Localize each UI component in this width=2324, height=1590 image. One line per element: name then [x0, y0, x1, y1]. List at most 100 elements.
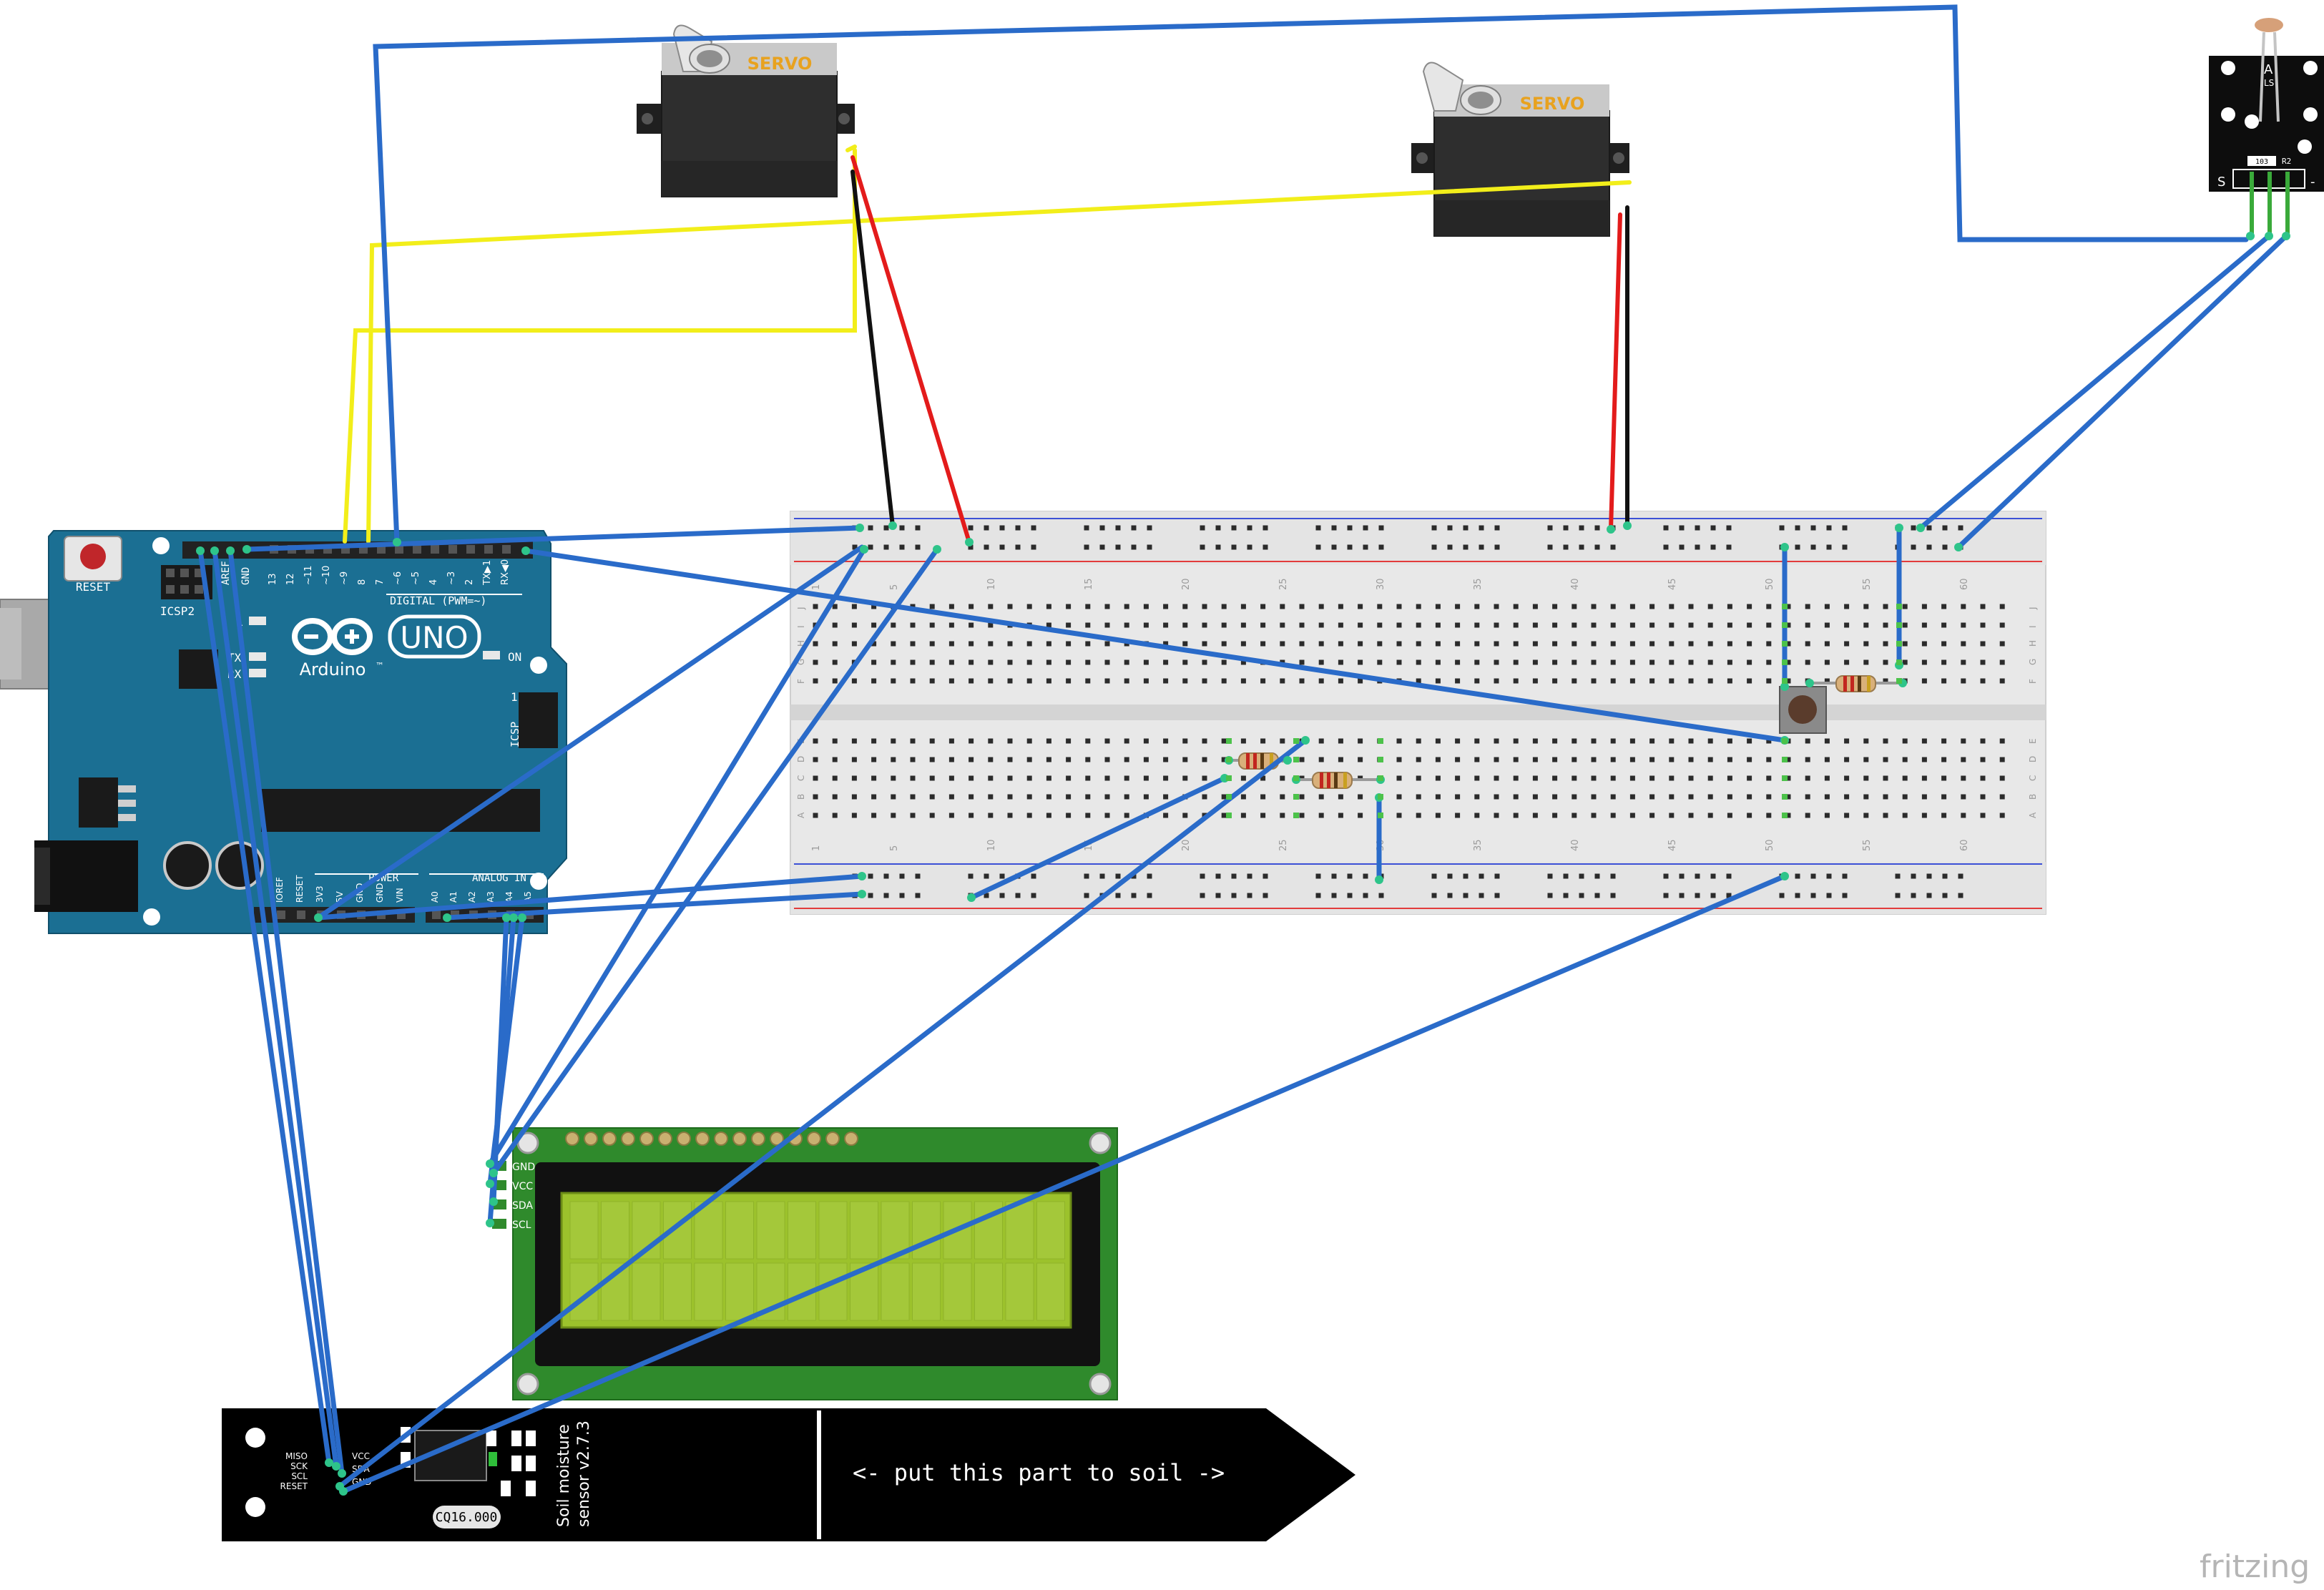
breadboard-hole — [1688, 757, 1694, 762]
breadboard-hole — [1961, 622, 1966, 628]
breadboard-hole — [1026, 813, 1032, 818]
breadboard-hole — [1494, 813, 1499, 818]
breadboard-hole — [1396, 604, 1402, 609]
column-number-bottom: 35 — [1473, 839, 1484, 851]
breadboard-hole — [988, 641, 994, 647]
breadboard-hole — [1026, 775, 1032, 781]
push-button[interactable] — [1779, 686, 1827, 734]
breadboard-hole — [1669, 659, 1675, 665]
breadboard-hole — [1980, 775, 1986, 781]
rail-hole — [1447, 873, 1453, 879]
breadboard-hole — [1007, 813, 1013, 818]
breadboard-hole — [1240, 678, 1246, 684]
breadboard-hole — [871, 775, 877, 781]
breadboard-hole — [969, 794, 974, 800]
breadboard-hole — [1961, 775, 1966, 781]
servo-left-label: SERVO — [747, 54, 813, 74]
breadboard-hole — [1202, 775, 1207, 781]
breadboard-hole — [988, 757, 994, 762]
power-jack — [34, 840, 138, 912]
connected-hole — [1378, 757, 1383, 762]
breadboard-hole — [1883, 641, 1888, 647]
breadboard-hole — [1104, 604, 1110, 609]
breadboard-hole — [1066, 622, 1072, 628]
breadboard-hole — [1863, 659, 1869, 665]
row-letter-bottom: D — [796, 756, 806, 762]
breadboard-hole — [1629, 641, 1635, 647]
breadboard-hole — [1766, 604, 1772, 609]
breadboard-hole — [1727, 794, 1732, 800]
breadboard-hole — [1629, 775, 1635, 781]
breadboard-hole — [1610, 794, 1616, 800]
breadboard-hole — [1941, 659, 1947, 665]
breadboard-hole — [1572, 641, 1577, 647]
breadboard-hole — [1883, 813, 1888, 818]
breadboard-hole — [1766, 641, 1772, 647]
breadboard-hole — [929, 678, 935, 684]
breadboard-hole — [1396, 813, 1402, 818]
ldr-103-label: 103 — [2255, 158, 2268, 166]
wire-endpoint — [967, 893, 976, 902]
breadboard-hole — [1221, 757, 1227, 762]
power-pin-socket — [297, 911, 305, 919]
breadboard-hole — [1902, 813, 1908, 818]
breadboard-hole — [832, 775, 838, 781]
breadboard-hole — [1358, 813, 1363, 818]
row-letter-top: F — [796, 679, 806, 684]
rail-hole — [1378, 893, 1384, 898]
servo-left: SERVO — [637, 24, 855, 197]
rail-hole — [1826, 893, 1832, 898]
breadboard-hole — [1669, 813, 1675, 818]
lcd-header-pin — [658, 1132, 672, 1146]
breadboard-hole — [948, 738, 954, 744]
breadboard-hole — [891, 794, 896, 800]
breadboard-hole — [1552, 641, 1558, 647]
breadboard-hole — [910, 622, 916, 628]
breadboard-hole — [1727, 678, 1732, 684]
breadboard-hole — [1552, 757, 1558, 762]
lcd-header-pin — [602, 1132, 617, 1146]
breadboard-hole — [1124, 775, 1129, 781]
sensor-version-line1: Soil moisture — [555, 1424, 573, 1527]
breadboard-hole — [1455, 738, 1461, 744]
breadboard-hole — [1747, 604, 1752, 609]
rail-hole — [1015, 544, 1021, 550]
breadboard-hole — [1163, 738, 1169, 744]
rail-hole — [1262, 873, 1268, 879]
lcd-char-cell — [881, 1262, 910, 1321]
wire-endpoint — [332, 1462, 340, 1471]
breadboard-hole — [891, 659, 896, 665]
breadboard-hole — [813, 659, 818, 665]
connected-hole — [1293, 794, 1299, 800]
breadboard-hole — [1824, 775, 1830, 781]
rail-hole — [1200, 544, 1205, 550]
breadboard-hole — [1552, 813, 1558, 818]
breadboard-hole — [1474, 794, 1480, 800]
rail-hole — [1895, 873, 1901, 879]
column-number-bottom: 60 — [1959, 839, 1970, 851]
rail-hole — [899, 873, 905, 879]
digital-pin-socket — [448, 545, 457, 554]
wire-endpoint — [521, 546, 530, 555]
breadboard-hole — [1221, 813, 1227, 818]
rail-hole — [1494, 525, 1500, 531]
wire-red-servo-right — [1609, 212, 1622, 531]
breadboard-hole — [1921, 678, 1927, 684]
row-letter-top: G — [2028, 659, 2038, 665]
breadboard-hole — [1921, 641, 1927, 647]
digital-pin-label: ~10 — [321, 566, 332, 585]
wire-blue-soil-3 — [227, 548, 345, 1476]
breadboard-hole — [1318, 641, 1324, 647]
rail-hole — [1115, 525, 1121, 531]
lcd-char-cell — [632, 1262, 661, 1321]
rail-hole — [1726, 873, 1732, 879]
breadboard-hole — [1513, 622, 1519, 628]
rail-hole — [1215, 873, 1221, 879]
breadboard-hole — [1494, 622, 1499, 628]
breadboard-hole — [1883, 622, 1888, 628]
breadboard-hole — [929, 641, 935, 647]
wire-blue-lcd-gnd — [487, 546, 867, 1167]
breadboard-hole — [1532, 622, 1538, 628]
breadboard-hole — [1474, 775, 1480, 781]
